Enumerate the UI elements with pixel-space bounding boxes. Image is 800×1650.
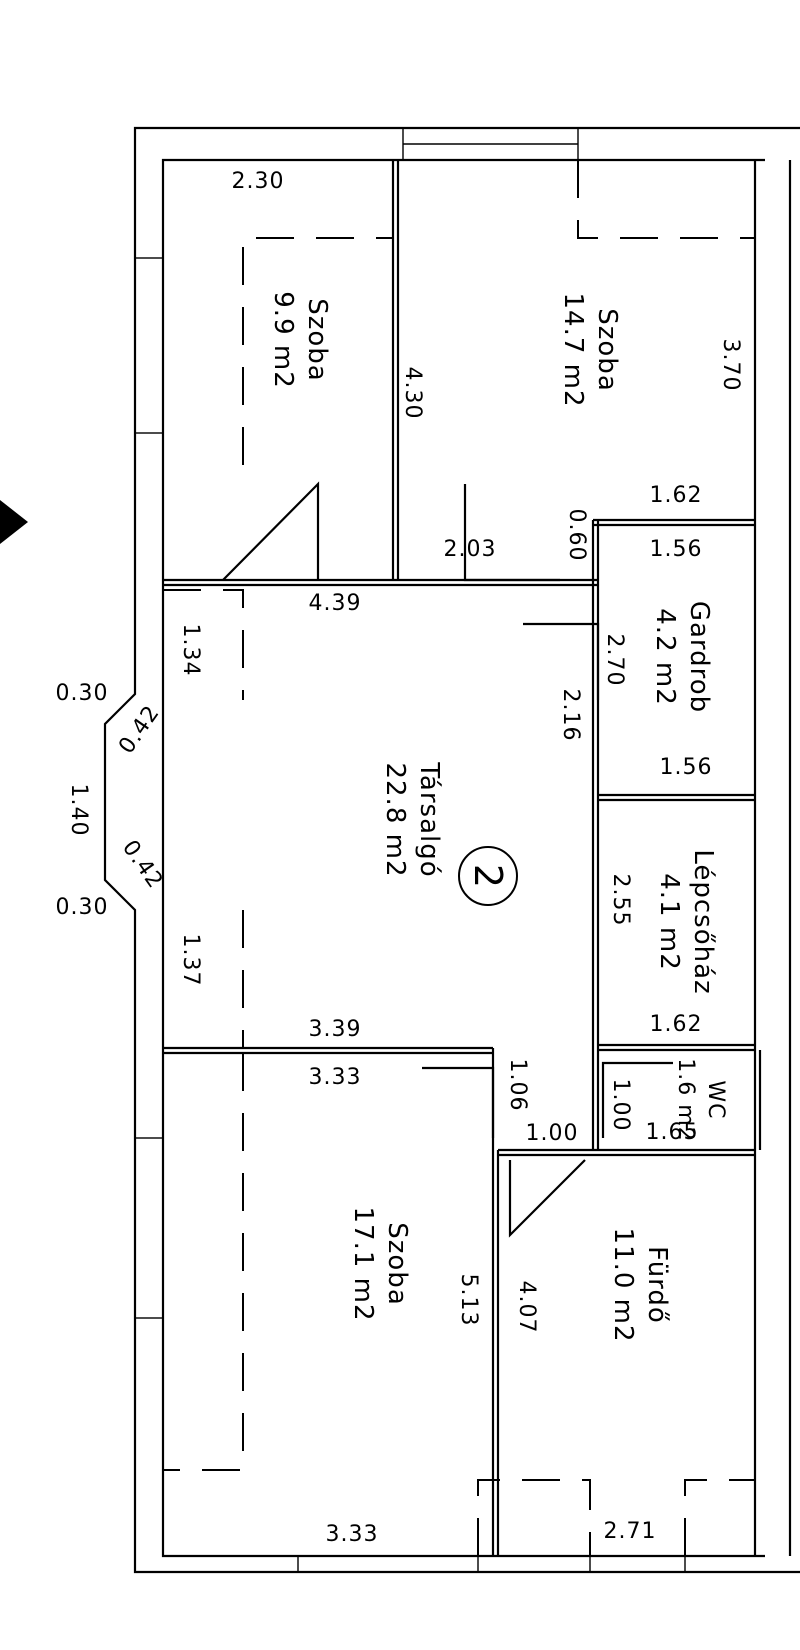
room-area: 4.1 m2	[654, 873, 684, 971]
door-swing-furdo	[508, 1159, 586, 1238]
bottom-window-frame-right	[589, 1555, 686, 1573]
dim-2-55: 2.55	[608, 873, 633, 927]
door-swing-wc	[601, 1061, 673, 1138]
dim-1-62-top: 1.62	[649, 483, 703, 508]
room-name: Gardrob	[684, 600, 714, 714]
door-swing-gardrob	[523, 622, 600, 700]
outer-wall-outer-line	[103, 126, 800, 1574]
dim-1-06: 1.06	[505, 1058, 530, 1112]
dim-1-62-bottom: 1.62	[649, 1012, 703, 1037]
room-name: Lépcsőház	[688, 849, 718, 995]
dim-1-56-top: 1.56	[649, 537, 703, 562]
dashed-line-small-room-top	[242, 237, 393, 465]
dim-0-30-bottom: 0.30	[55, 895, 109, 920]
room-name: Szoba	[592, 308, 622, 392]
door-swing-large-szoba	[422, 1066, 495, 1138]
door-swing-small-szoba	[222, 481, 320, 581]
dim-3-33-top: 3.33	[308, 1065, 362, 1090]
dashed-line-furdo	[684, 1479, 755, 1556]
dim-2-03: 2.03	[443, 537, 497, 562]
dashed-line-mid-room-top	[577, 160, 755, 239]
bottom-window-frame-left	[297, 1555, 479, 1573]
room-area: 14.7 m2	[558, 292, 588, 408]
outer-wall-inner-line	[161, 158, 765, 1558]
room-area: 9.9 m2	[268, 291, 298, 389]
room-name: Szoba	[382, 1222, 412, 1306]
dim-3-39: 3.39	[308, 1017, 362, 1042]
apartment-number-badge: 2	[458, 846, 518, 906]
dim-1-37: 1.37	[178, 933, 203, 987]
room-area: 4.2 m2	[650, 608, 680, 706]
room-name: Szoba	[302, 298, 332, 382]
room-label-szoba-small: Szoba 9.9 m2	[268, 291, 332, 389]
dim-4-39: 4.39	[308, 591, 362, 616]
room-label-lepcsohaz: Lépcsőház 4.1 m2	[654, 849, 718, 995]
dim-0-30-top: 0.30	[55, 681, 109, 706]
room-name: Társalgó	[414, 762, 444, 878]
room-label-gardrob: Gardrob 4.2 m2	[650, 600, 714, 714]
dim-1-56-bottom: 1.56	[659, 755, 713, 780]
dim-2-16: 2.16	[558, 688, 583, 742]
dim-1-65: 1.65	[645, 1120, 699, 1145]
door-swing-mid-szoba	[463, 484, 560, 582]
dim-0-60: 0.60	[564, 508, 589, 562]
room-label-furdo: Fürdő 11.0 m2	[608, 1227, 672, 1343]
dim-2-30: 2.30	[231, 169, 285, 194]
dashed-line-bottom-windows	[477, 1479, 591, 1556]
dim-4-07: 4.07	[514, 1280, 539, 1334]
dim-4-30: 4.30	[400, 366, 425, 420]
dim-1-00-vertical: 1.00	[608, 1078, 633, 1132]
left-window-frame-top	[134, 257, 164, 434]
north-arrow-icon	[0, 500, 28, 544]
room-label-tarsalgo: Társalgó 22.8 m2	[380, 762, 444, 878]
room-area: 11.0 m2	[608, 1227, 638, 1343]
apartment-number: 2	[466, 863, 510, 889]
dim-3-70: 3.70	[718, 338, 743, 392]
dim-1-40: 1.40	[66, 783, 91, 837]
dim-1-34: 1.34	[178, 623, 203, 677]
dim-2-70: 2.70	[602, 633, 627, 687]
dim-3-33-bottom: 3.33	[325, 1522, 379, 1547]
dim-5-13: 5.13	[456, 1273, 481, 1327]
room-label-szoba-large: Szoba 17.1 m2	[348, 1206, 412, 1322]
dim-1-00-horizontal: 1.00	[525, 1121, 579, 1146]
dashed-line-large-room	[163, 1053, 244, 1471]
room-name: WC	[703, 1080, 728, 1120]
dim-2-71: 2.71	[603, 1519, 657, 1544]
left-window-frame-bottom	[134, 1137, 164, 1319]
room-label-szoba-mid: Szoba 14.7 m2	[558, 292, 622, 408]
dashed-line-tarsalgo-left-top	[163, 589, 244, 700]
room-area: 22.8 m2	[380, 762, 410, 878]
room-name: Fürdő	[642, 1246, 672, 1324]
room-area: 17.1 m2	[348, 1206, 378, 1322]
